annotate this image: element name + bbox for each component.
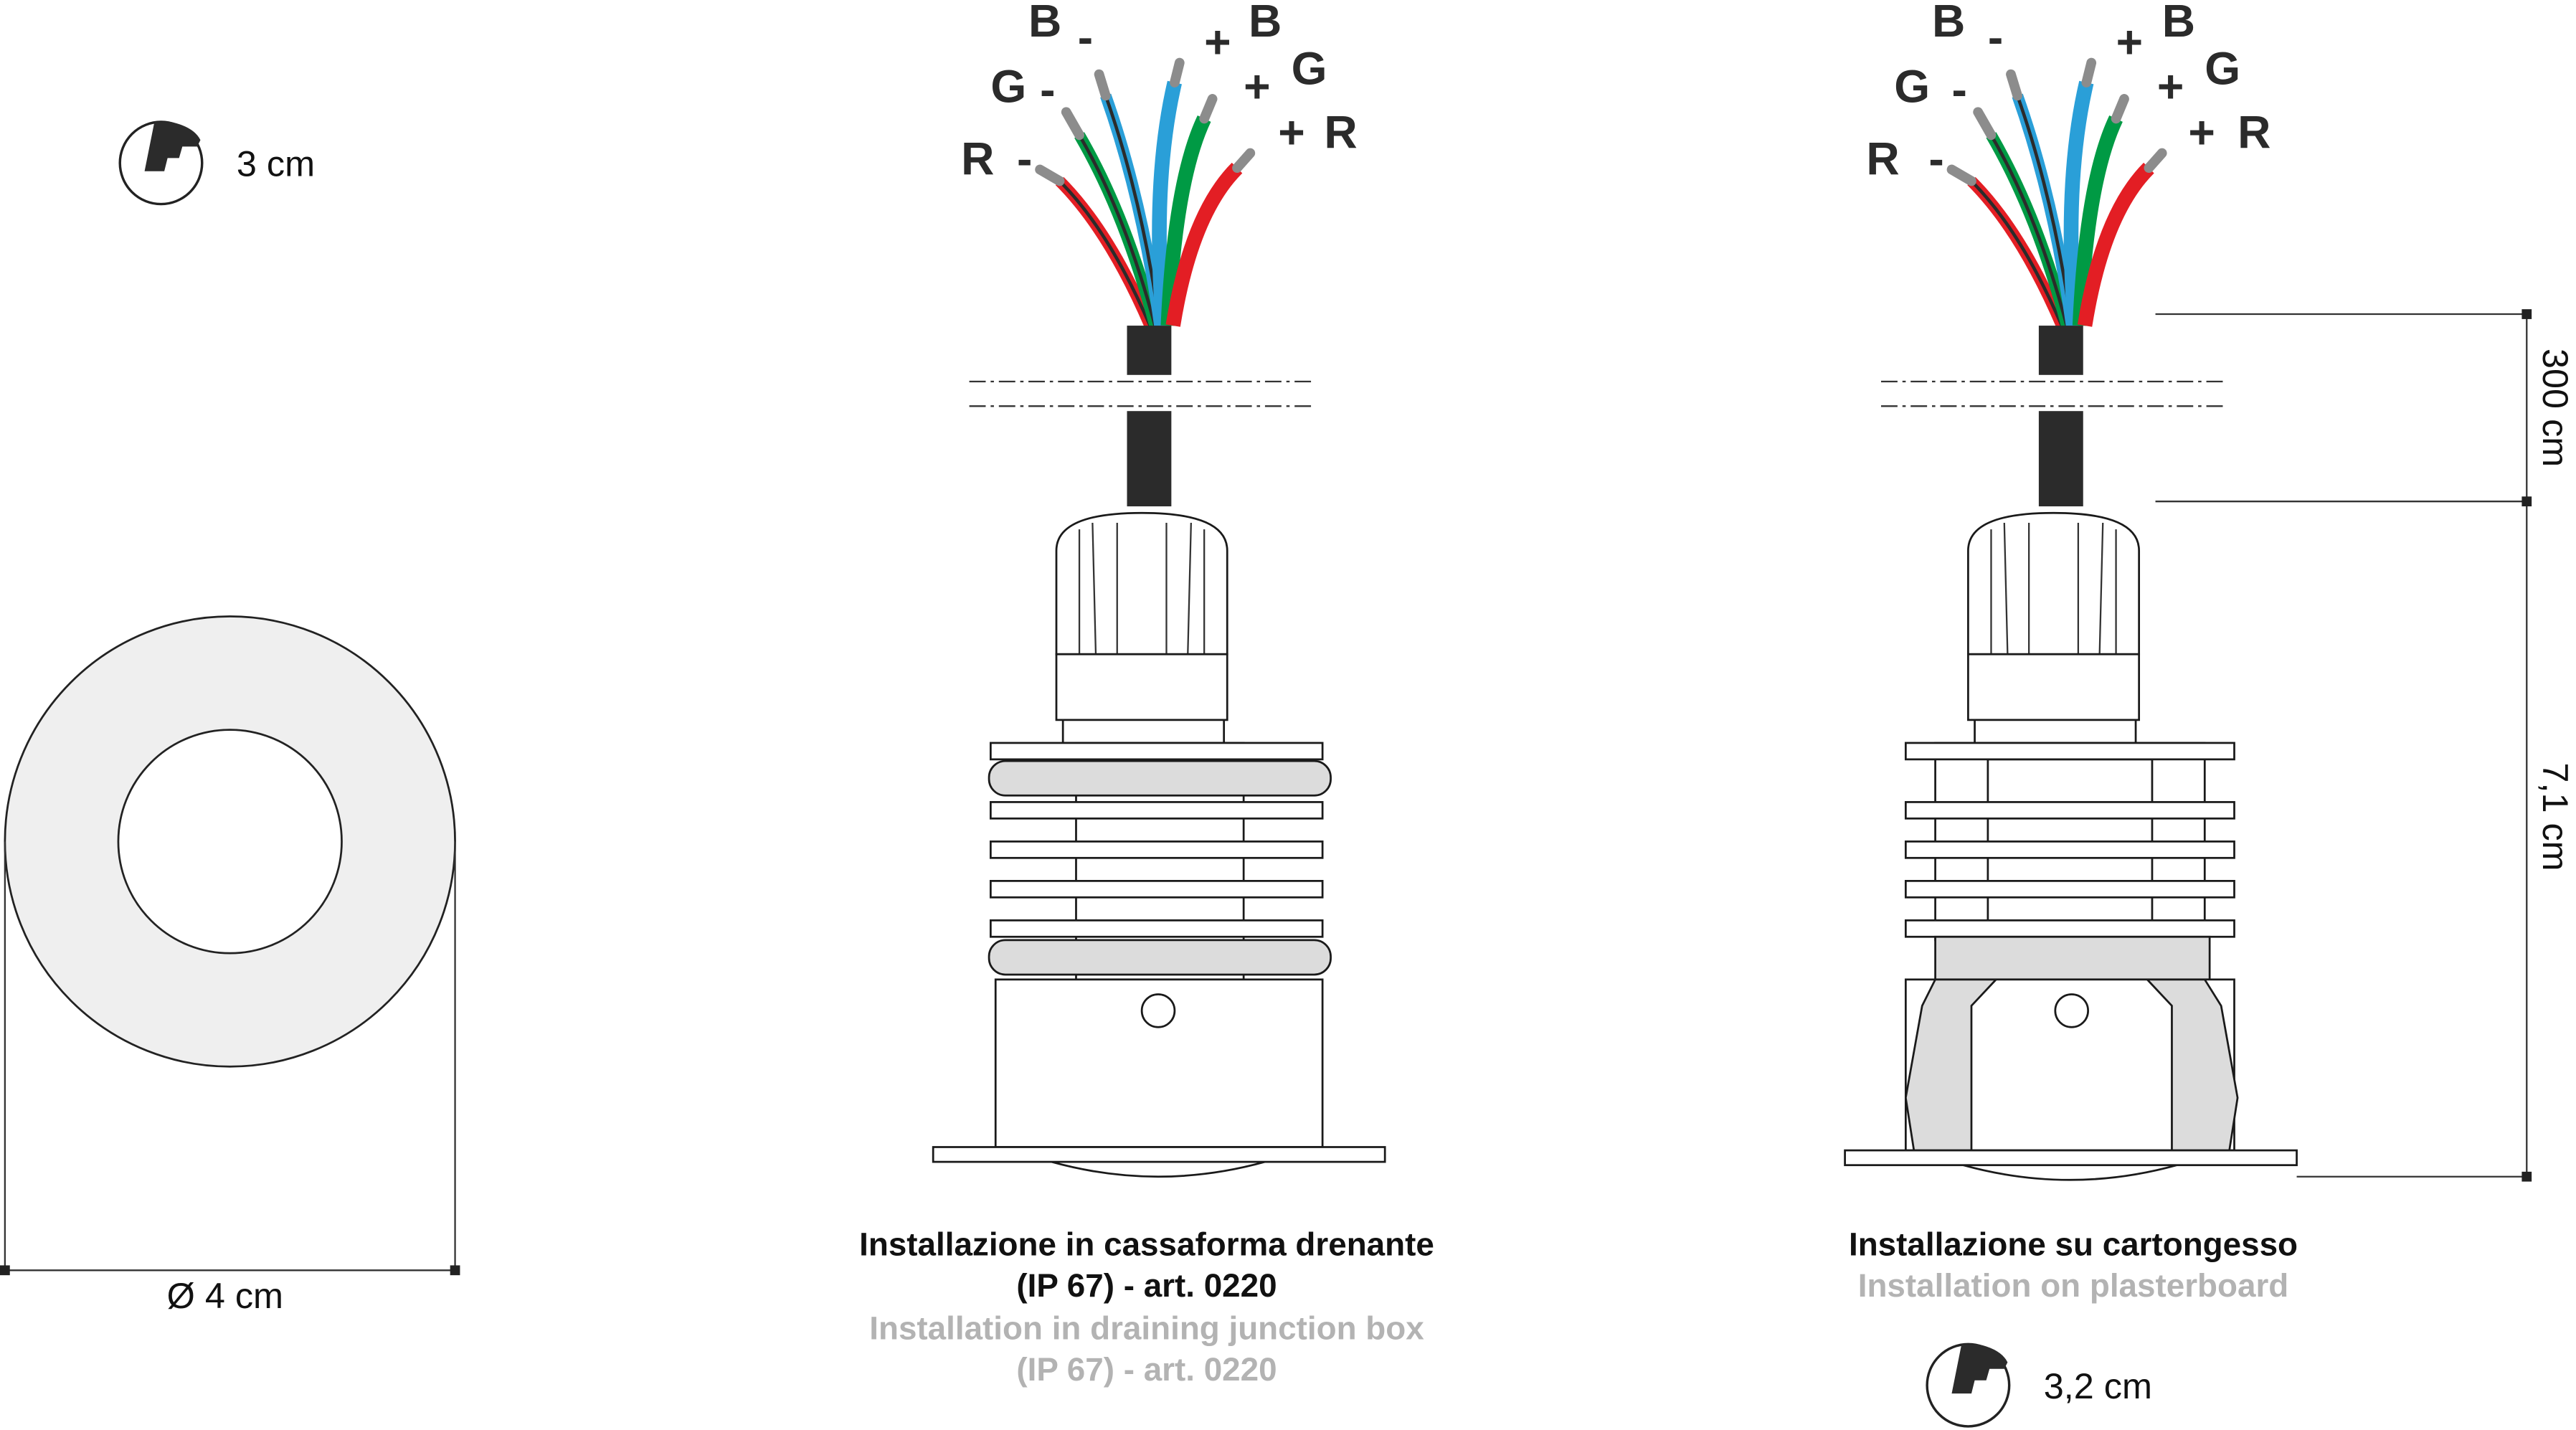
- svg-text:-: -: [1040, 64, 1055, 115]
- svg-text:Installation in draining junct: Installation in draining junction box: [869, 1310, 1424, 1347]
- svg-text:G: G: [1894, 61, 1930, 113]
- svg-text:+: +: [1278, 107, 1304, 158]
- svg-text:B: B: [1932, 0, 1965, 47]
- svg-text:G: G: [1292, 42, 1327, 94]
- svg-text:B: B: [1249, 0, 1282, 47]
- wire-labels: B- G- R- +B +G +R: [961, 0, 1358, 184]
- svg-text:R: R: [1324, 107, 1357, 158]
- svg-text:B: B: [1028, 0, 1061, 47]
- svg-text:-: -: [1951, 64, 1966, 115]
- size-label: 3 cm: [237, 143, 315, 184]
- fixture-drenante: B- G- R- +B +G +R Installazione in cassa…: [859, 0, 1434, 1388]
- svg-text:+: +: [1204, 16, 1231, 68]
- wire-labels: B- G- R- +B +G +R: [1866, 0, 2270, 184]
- profile-icon: [118, 120, 204, 206]
- svg-text:Installazione in cassaforma dr: Installazione in cassaforma drenante: [859, 1226, 1434, 1263]
- svg-text:-: -: [1928, 133, 1943, 184]
- dimension-lines: [2155, 313, 2530, 1178]
- front-view: 3 cm Ø 4 cm: [0, 120, 460, 1316]
- fixture-cartongesso: B- G- R- +B +G +R 300 cm 7,1 cm Installa…: [1844, 0, 2576, 1428]
- height-label: 7,1 cm: [2535, 762, 2576, 871]
- svg-text:+: +: [1244, 61, 1270, 113]
- svg-text:R: R: [1866, 133, 1899, 184]
- cable-length-label: 300 cm: [2535, 349, 2576, 467]
- svg-text:B: B: [2162, 0, 2195, 47]
- svg-text:+: +: [2157, 61, 2184, 113]
- svg-text:Installation on plasterboard: Installation on plasterboard: [1858, 1267, 2289, 1304]
- svg-text:R: R: [961, 133, 994, 184]
- diameter-dimension-line: [4, 841, 456, 1272]
- svg-text:(IP 67) - art. 0220: (IP 67) - art. 0220: [1016, 1267, 1277, 1304]
- svg-text:G: G: [990, 61, 1026, 113]
- diameter-label: Ø 4 cm: [167, 1275, 283, 1316]
- svg-text:(IP 67) - art. 0220: (IP 67) - art. 0220: [1016, 1351, 1277, 1388]
- svg-text:-: -: [1988, 11, 2003, 63]
- svg-text:G: G: [2205, 42, 2240, 94]
- svg-text:-: -: [1078, 11, 1093, 63]
- svg-text:R: R: [2238, 107, 2270, 158]
- profile-icon: [1926, 1343, 2011, 1428]
- svg-text:-: -: [1017, 133, 1032, 184]
- svg-text:+: +: [2116, 16, 2143, 68]
- svg-text:+: +: [2188, 107, 2215, 158]
- svg-text:Installazione su cartongesso: Installazione su cartongesso: [1849, 1226, 2298, 1263]
- size-label: 3,2 cm: [2044, 1365, 2152, 1406]
- inner-opening: [117, 729, 343, 955]
